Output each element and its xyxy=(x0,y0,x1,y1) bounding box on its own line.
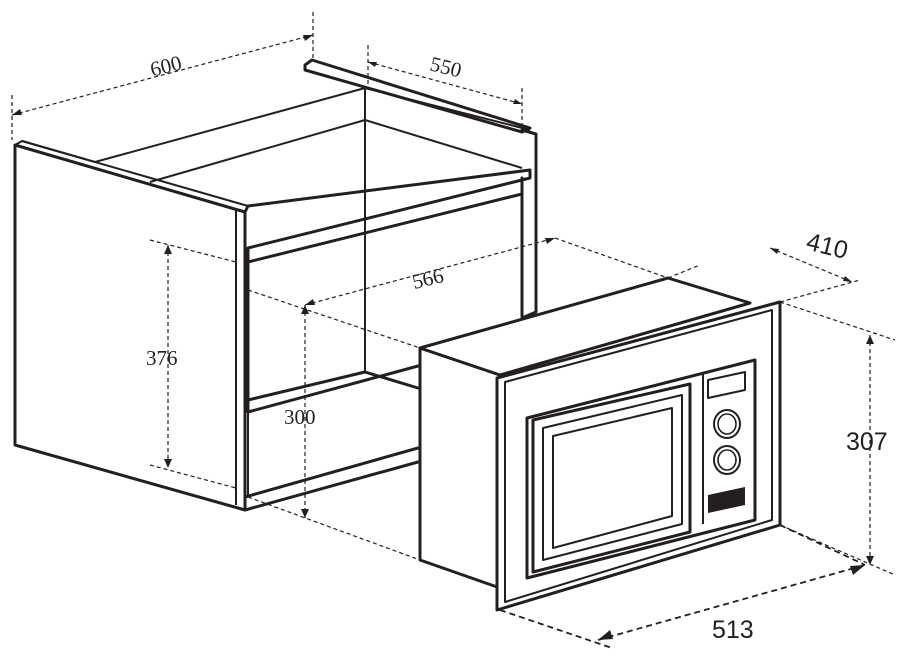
dim-300-arrow-bottom xyxy=(301,509,309,518)
dim-300-ext-bottom xyxy=(247,496,421,561)
oven-vent xyxy=(708,487,745,513)
oven-knob-bottom-inner xyxy=(717,449,737,471)
dim-566-arrow-left xyxy=(305,299,315,305)
oven-door xyxy=(525,358,757,580)
cabinet-left-panel xyxy=(13,143,247,512)
oven-window-inner xyxy=(552,407,673,549)
dim-410-ext-left xyxy=(667,264,701,279)
oven-top xyxy=(418,276,752,377)
cabinet-left-panel-front-edge xyxy=(235,210,246,510)
dim-513-arrow-right xyxy=(850,565,865,575)
dim-513-ext-right xyxy=(779,524,866,566)
cabinet-top-board xyxy=(243,168,532,250)
dim-410-arrow-right xyxy=(843,276,852,282)
label-cabinet-height: 376 xyxy=(146,346,178,370)
dim-600-arrow-left xyxy=(12,109,22,115)
dim-410-arrow-left xyxy=(770,248,779,254)
label-cabinet-width: 600 xyxy=(148,51,184,82)
dim-600-arrow-right xyxy=(303,35,313,41)
cabinet-opening-left xyxy=(246,260,367,402)
dim-307-ext-top xyxy=(779,301,896,341)
cabinet-opening-top xyxy=(246,176,524,264)
oven-knob-bottom xyxy=(713,445,741,475)
oven-knob-top xyxy=(713,409,741,439)
dim-376-arrow-bottom xyxy=(164,459,172,468)
oven-window-middle xyxy=(542,394,683,561)
dim-300-ext-top xyxy=(247,289,421,349)
dim-566-arrow-right xyxy=(545,238,555,244)
oven-window-outer xyxy=(531,382,692,574)
dimension-lines xyxy=(11,12,896,649)
dim-550-line xyxy=(367,61,523,105)
label-cabinet-depth: 550 xyxy=(428,52,464,83)
cabinet xyxy=(13,58,538,512)
cabinet-top-rim xyxy=(21,140,96,163)
label-oven-width: 513 xyxy=(712,616,754,644)
microwave-oven xyxy=(418,276,782,612)
dim-566-line xyxy=(304,237,556,306)
dim-566-ext xyxy=(554,237,669,279)
dim-513-ext-left xyxy=(499,609,613,649)
dim-513-arrow-left xyxy=(598,630,613,640)
oven-side xyxy=(418,346,502,590)
dim-376-ext-top xyxy=(149,239,237,263)
label-oven-depth: 410 xyxy=(804,228,851,265)
oven-front-frame-inner xyxy=(504,309,773,603)
dim-550-arrow-right xyxy=(513,99,522,104)
cabinet-bottom-shelf xyxy=(246,364,420,414)
dim-307-ext-bottom xyxy=(779,524,896,576)
dim-410-line xyxy=(769,247,853,283)
label-oven-height: 307 xyxy=(846,428,888,456)
dim-307-arrow-bottom xyxy=(866,556,874,565)
dim-307-arrow-top xyxy=(866,335,874,344)
cabinet-top-board-inner xyxy=(149,119,523,183)
dim-600-line xyxy=(11,34,314,116)
oven-display xyxy=(707,371,746,399)
cabinet-back-top-rail xyxy=(303,58,532,134)
cabinet-right-panel xyxy=(520,128,538,320)
dim-376-arrow-top xyxy=(164,245,172,254)
cabinet-bottom-board xyxy=(243,446,420,512)
dim-410-ext-right xyxy=(779,279,861,303)
oven-knob-top-inner xyxy=(717,413,737,435)
dim-300-arrow-top xyxy=(301,305,309,314)
dim-550-arrow-left xyxy=(368,62,377,67)
dim-376-ext-bottom xyxy=(149,464,237,489)
dimension-labels: 600 550 566 376 300 410 307 513 xyxy=(146,51,888,644)
dim-513-line xyxy=(597,564,866,641)
label-opening-height: 300 xyxy=(284,405,316,429)
label-opening-width: 566 xyxy=(410,263,446,294)
